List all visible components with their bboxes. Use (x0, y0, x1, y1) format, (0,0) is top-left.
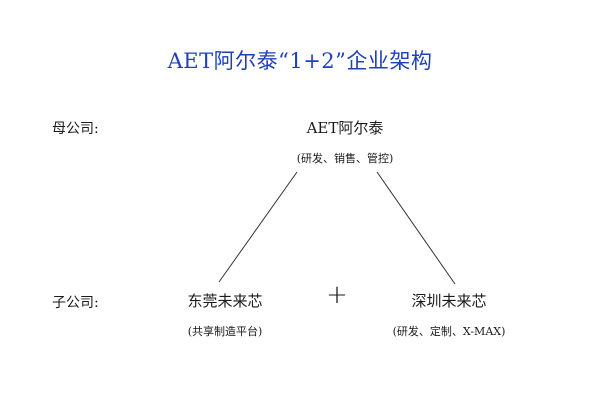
parent-company-name: AET阿尔泰 (306, 119, 384, 137)
connector-line-right (376, 171, 456, 285)
subsidiary-label: 子公司: (52, 295, 99, 311)
connector-line-left (218, 171, 298, 283)
subsidiary-dongguan-name: 东莞未来芯 (187, 292, 263, 310)
subsidiary-shenzhen-note: (研发、定制、X-MAX) (392, 325, 506, 338)
page-title: AET阿尔泰“1+2”企业架构 (167, 49, 433, 73)
plus-sign: + (326, 280, 348, 310)
subsidiary-dongguan-note: (共享制造平台) (187, 325, 263, 338)
parent-company-label: 母公司: (52, 121, 99, 137)
subsidiary-shenzhen-name: 深圳未来芯 (411, 292, 487, 310)
parent-company-note: (研发、销售、管控) (296, 152, 394, 165)
